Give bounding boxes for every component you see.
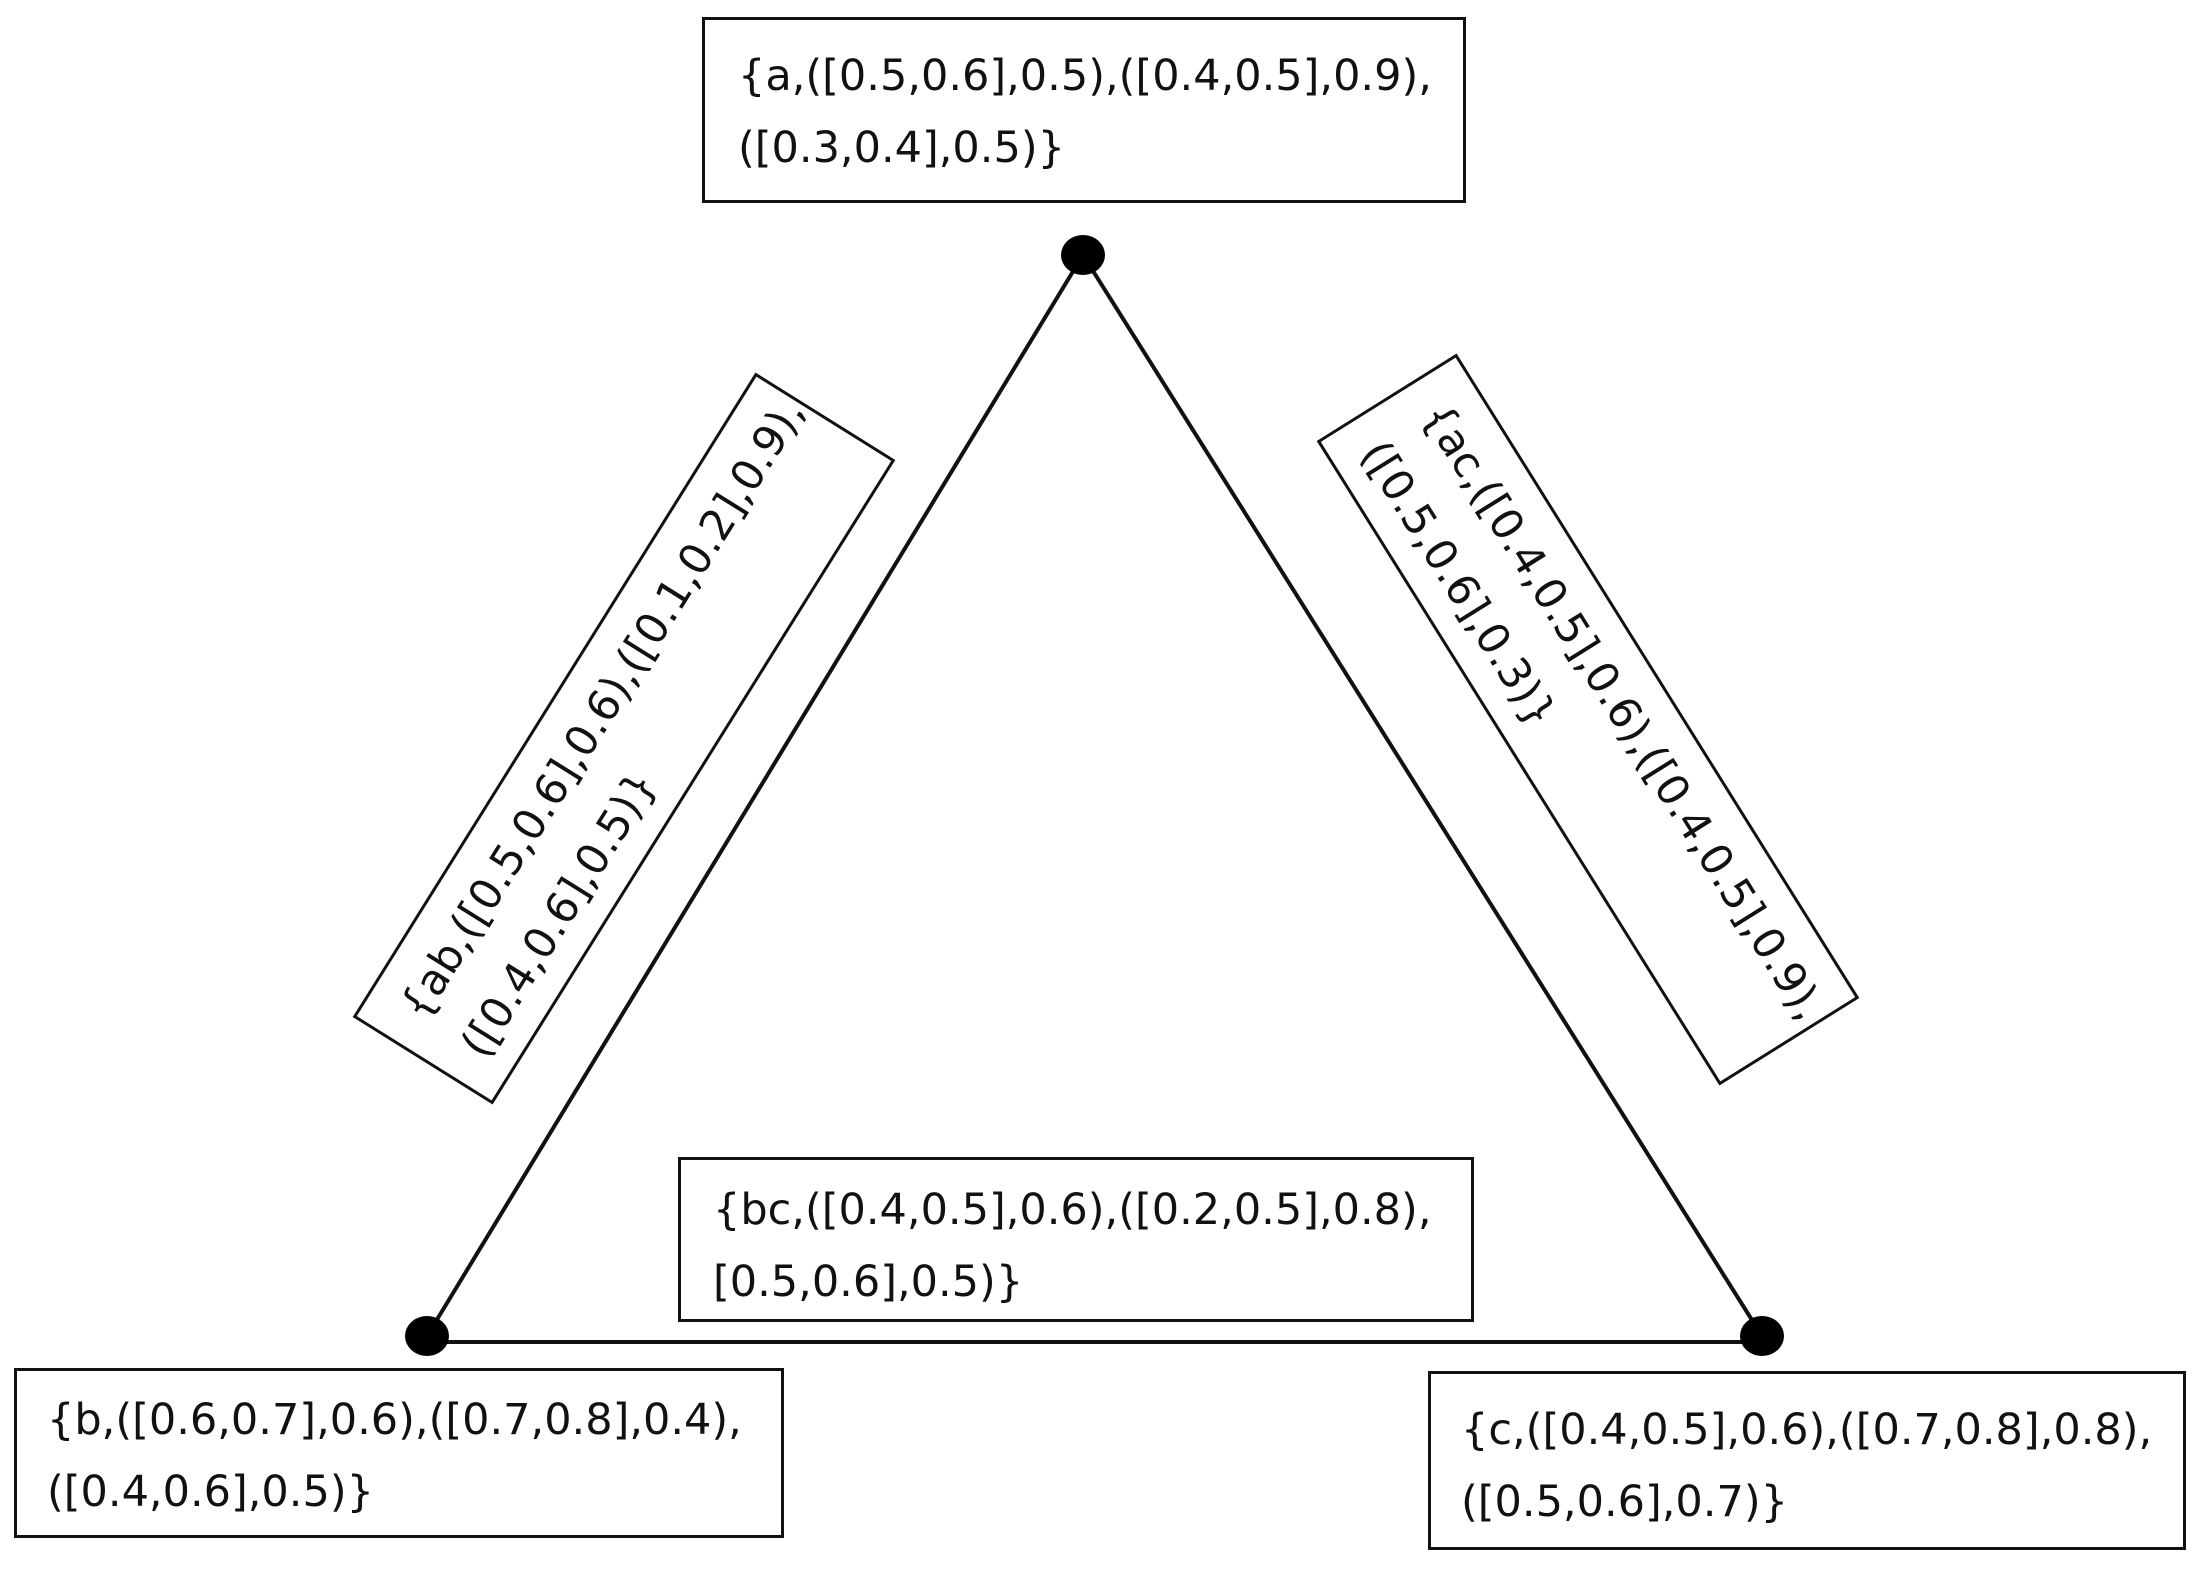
- vertex-b-label-line1: {b,([0.6,0.7],0.6),([0.7,0.8],0.4),: [47, 1395, 742, 1445]
- edge-bc-label: {bc,([0.4,0.5],0.6),([0.2,0.5],0.8), [0.…: [678, 1157, 1474, 1322]
- vertex-b-label: {b,([0.6,0.7],0.6),([0.7,0.8],0.4), ([0.…: [14, 1368, 784, 1538]
- vertex-a-label-line2: ([0.3,0.4],0.5)}: [738, 123, 1065, 173]
- edge-bc-label-line2: [0.5,0.6],0.5)}: [713, 1257, 1024, 1307]
- vertex-a-label-line1: {a,([0.5,0.6],0.5),([0.4,0.5],0.9),: [738, 51, 1432, 101]
- vertex-c-label-line2: ([0.5,0.6],0.7)}: [1461, 1477, 1788, 1527]
- vertex-c-label: {c,([0.4,0.5],0.6),([0.7,0.8],0.8), ([0.…: [1428, 1371, 2186, 1550]
- vertex-b-label-line2: ([0.4,0.6],0.5)}: [47, 1467, 374, 1517]
- vertex-a-label: {a,([0.5,0.6],0.5),([0.4,0.5],0.9), ([0.…: [702, 17, 1466, 203]
- vertex-c-label-line1: {c,([0.4,0.5],0.6),([0.7,0.8],0.8),: [1461, 1405, 2153, 1455]
- edge-ac: [1081, 253, 1764, 1338]
- vertex-c: [1740, 1316, 1784, 1356]
- vertex-b: [405, 1316, 449, 1356]
- edge-ab: [425, 253, 1085, 1338]
- edge-bc-label-line1: {bc,([0.4,0.5],0.6),([0.2,0.5],0.8),: [713, 1185, 1432, 1235]
- vertex-a: [1061, 235, 1105, 275]
